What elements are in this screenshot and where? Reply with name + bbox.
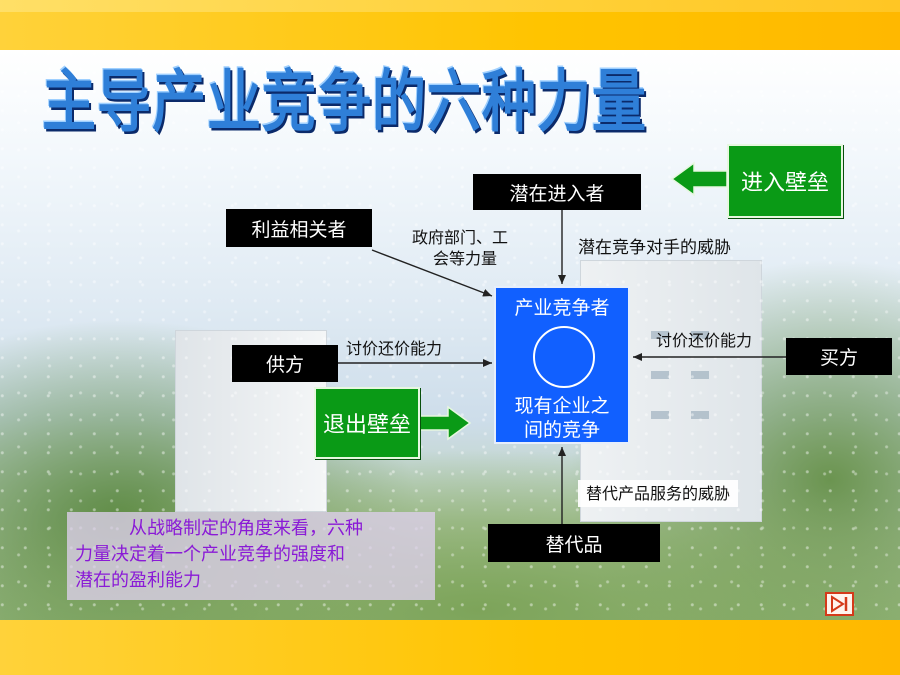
center-circle-icon bbox=[533, 326, 595, 388]
green-arrow-entry-barrier bbox=[670, 161, 728, 197]
note-line3: 潜在的盈利能力 bbox=[75, 570, 201, 591]
label-government-line2: 会等力量 bbox=[433, 249, 498, 268]
node-exit-barrier-label: 退出壁垒 bbox=[322, 413, 411, 438]
node-industry-competitors: 产业竞争者 现有企业之 间的竞争 bbox=[494, 286, 630, 444]
node-potential-entrants-label: 潜在进入者 bbox=[509, 182, 605, 205]
node-buyers-label: 买方 bbox=[819, 347, 858, 369]
node-stakeholders-label: 利益相关者 bbox=[251, 218, 347, 241]
node-suppliers-label: 供方 bbox=[265, 354, 304, 376]
node-entry-barrier-label: 进入壁垒 bbox=[740, 171, 829, 196]
center-bottom-line1: 现有企业之 bbox=[514, 395, 610, 417]
center-top-label: 产业竞争者 bbox=[514, 297, 610, 319]
top-decorative-band bbox=[0, 0, 900, 50]
note-line1: 从战略制定的角度来看，六种 bbox=[129, 518, 363, 539]
arrow-stakeholders-to-center bbox=[371, 249, 493, 297]
label-supplier-power: 讨价还价能力 bbox=[346, 339, 443, 358]
label-substitute-threat: 替代产品服务的威胁 bbox=[578, 480, 739, 507]
node-suppliers: 供方 bbox=[232, 345, 338, 382]
green-arrow-exit-barrier bbox=[415, 405, 472, 441]
node-buyers: 买方 bbox=[786, 338, 892, 375]
center-bottom-line2: 间的竞争 bbox=[523, 419, 600, 441]
node-entry-barrier: 进入壁垒 bbox=[727, 144, 843, 218]
node-substitutes: 替代品 bbox=[488, 524, 660, 562]
label-government-line1: 政府部门、工 bbox=[412, 228, 509, 247]
node-substitutes-label: 替代品 bbox=[545, 533, 603, 556]
strategy-note: 从战略制定的角度来看，六种 力量决定着一个产业竞争的强度和 潜在的盈利能力 bbox=[67, 512, 435, 600]
slide-title: 主导产业竞争的六种力量 bbox=[42, 61, 647, 141]
label-entrant-threat: 潜在竞争对手的威胁 bbox=[578, 238, 731, 258]
label-buyer-power: 讨价还价能力 bbox=[656, 331, 753, 350]
node-stakeholders: 利益相关者 bbox=[226, 209, 372, 247]
node-potential-entrants: 潜在进入者 bbox=[473, 174, 641, 210]
bottom-decorative-band bbox=[0, 620, 900, 675]
skip-to-end-icon bbox=[831, 595, 848, 613]
note-line2: 力量决定着一个产业竞争的强度和 bbox=[75, 544, 345, 565]
node-exit-barrier: 退出壁垒 bbox=[314, 387, 420, 459]
end-slide-button[interactable] bbox=[825, 592, 854, 616]
